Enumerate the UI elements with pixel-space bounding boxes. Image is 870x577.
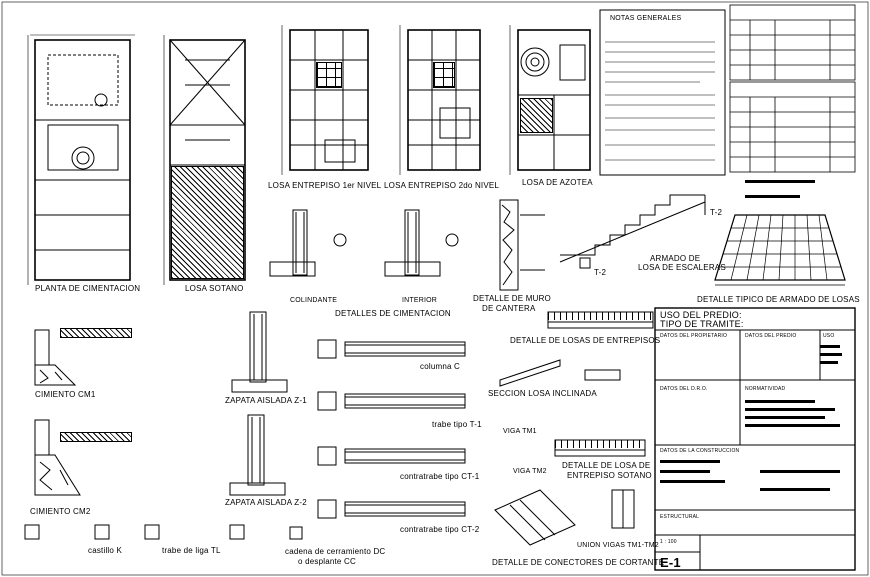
label-cimiento-cm1: CIMIENTO CM1 bbox=[35, 390, 96, 399]
label-armado-escaleras-2: LOSA DE ESCALERAS bbox=[638, 263, 726, 272]
label-colindante: COLINDANTE bbox=[290, 297, 338, 304]
cm1-heading-hatch bbox=[60, 328, 132, 338]
label-cimiento-cm2: CIMIENTO CM2 bbox=[30, 507, 91, 516]
slab-sotano-ticks bbox=[555, 440, 645, 448]
title-block-frame bbox=[654, 307, 856, 571]
tb-plano-number: E-1 bbox=[660, 555, 681, 570]
label-contratrabe-ct1: contratrabe tipo CT-1 bbox=[400, 472, 480, 481]
label-cadena-1: cadena de cerramiento DC bbox=[285, 547, 386, 556]
tb-fill-4 bbox=[745, 400, 815, 403]
tb-fill-8 bbox=[660, 460, 720, 463]
label-interior: INTERIOR bbox=[402, 297, 438, 304]
tb-datos-propietario: DATOS DEL PROPIETARIO bbox=[660, 333, 728, 339]
tb-escala: 1 : 100 bbox=[660, 539, 677, 545]
slab-entrepiso-ticks bbox=[548, 312, 653, 320]
label-armado-escaleras-1: ARMADO DE bbox=[650, 254, 701, 263]
plan-slab-level-2 bbox=[399, 25, 481, 175]
label-zapata-z2: ZAPATA AISLADA Z-2 bbox=[225, 498, 307, 507]
label-losas-entrepisos: DETALLE DE LOSAS DE ENTREPISOS bbox=[510, 336, 661, 345]
label-viga-tm1: VIGA TM1 bbox=[503, 428, 537, 435]
label-zapata-z1: ZAPATA AISLADA Z-1 bbox=[225, 396, 307, 405]
basement-hatched-area bbox=[171, 166, 244, 279]
beam-elevations bbox=[317, 339, 466, 519]
label-columna-c: columna C bbox=[420, 362, 461, 371]
tb-fill-9 bbox=[660, 470, 710, 473]
foundation-details bbox=[269, 209, 459, 277]
tb-datos-construccion: DATOS DE LA CONSTRUCCION bbox=[660, 448, 740, 454]
stair-hatch-azotea bbox=[520, 98, 553, 133]
notes-box bbox=[599, 9, 726, 176]
tb-fill-10 bbox=[660, 480, 725, 483]
plan-foundation bbox=[27, 34, 135, 285]
level2-grid-fill bbox=[433, 62, 455, 88]
label-losa-sotano: LOSA SOTANO bbox=[185, 284, 244, 293]
label-castillo-k: castillo K bbox=[88, 546, 123, 555]
tb-estructural: ESTRUCTURAL bbox=[660, 514, 700, 520]
tb-fill-6 bbox=[745, 416, 825, 419]
label-losa-entrepiso-2: LOSA ENTREPISO 2do NIVEL bbox=[384, 181, 500, 190]
cm2-heading-hatch bbox=[60, 432, 132, 442]
schedule-tables bbox=[729, 4, 856, 173]
label-losa-entrepiso-1: LOSA ENTREPISO 1er NIVEL bbox=[268, 181, 382, 190]
label-armado-losas: DETALLE TIPICO DE ARMADO DE LOSAS bbox=[697, 295, 860, 304]
label-conectores: DETALLE DE CONECTORES DE CORTANTE bbox=[492, 558, 665, 567]
tb-fill-2 bbox=[820, 353, 842, 356]
tb-fill-12 bbox=[760, 488, 830, 491]
label-trabe-t1: trabe tipo T-1 bbox=[432, 420, 482, 429]
shear-connector-details bbox=[494, 489, 635, 546]
plan-basement-slab bbox=[163, 35, 246, 285]
label-losa-sotano-det-2: ENTREPISO SOTANO bbox=[567, 471, 652, 480]
label-t2-b: T-2 bbox=[594, 268, 607, 277]
tb-datos-predio: DATOS DEL PREDIO bbox=[745, 333, 797, 339]
tb-fill-11 bbox=[760, 470, 840, 473]
label-detalle-muro-1: DETALLE DE MURO bbox=[473, 294, 551, 303]
label-detalles-cimentacion: DETALLES DE CIMENTACION bbox=[335, 309, 451, 318]
label-t2-a: T-2 bbox=[710, 208, 723, 217]
stair-detail bbox=[559, 194, 706, 269]
level1-grid-fill bbox=[316, 62, 342, 88]
footing-details bbox=[229, 311, 288, 496]
label-detalle-muro-2: DE CANTERA bbox=[482, 304, 536, 313]
label-union-vigas: UNION VIGAS TM1-TM2 bbox=[577, 542, 659, 549]
label-planta-cimentacion: PLANTA DE CIMENTACION bbox=[35, 284, 141, 293]
tb-fill-1 bbox=[820, 345, 840, 348]
plan-slab-level-1 bbox=[281, 25, 369, 175]
plan-roof-slab bbox=[509, 25, 591, 175]
tb-tipo-tramite: TIPO DE TRAMITE: bbox=[660, 319, 744, 329]
stone-wall-detail bbox=[499, 199, 545, 291]
label-viga-tm2: VIGA TM2 bbox=[513, 468, 547, 475]
label-contratrabe-ct2: contratrabe tipo CT-2 bbox=[400, 525, 480, 534]
tb-uso-predio: USO DEL PREDIO: bbox=[660, 310, 742, 320]
tb-normatividad: NORMATIVIDAD bbox=[745, 386, 786, 392]
small-section-details bbox=[24, 524, 303, 540]
tb-fill-13 bbox=[745, 180, 815, 183]
tb-cuadro-uso: USO bbox=[823, 333, 835, 339]
tb-datos-dro: DATOS DEL D.R.O. bbox=[660, 386, 708, 392]
foundation-cm-details bbox=[34, 329, 81, 496]
tb-fill-3 bbox=[820, 361, 838, 364]
label-seccion-losa-inclinada: SECCION LOSA INCLINADA bbox=[488, 389, 597, 398]
label-cadena-2: o desplante CC bbox=[298, 557, 356, 566]
tb-fill-14 bbox=[745, 195, 800, 198]
label-notas-generales: NOTAS GENERALES bbox=[610, 15, 682, 22]
label-trabe-liga: trabe de liga TL bbox=[162, 546, 221, 555]
slab-reinforcement-perspective bbox=[714, 214, 846, 286]
tb-fill-7 bbox=[745, 424, 840, 427]
label-losa-sotano-det-1: DETALLE DE LOSA DE bbox=[562, 461, 651, 470]
label-losa-azotea: LOSA DE AZOTEA bbox=[522, 178, 593, 187]
tb-fill-5 bbox=[745, 408, 835, 411]
